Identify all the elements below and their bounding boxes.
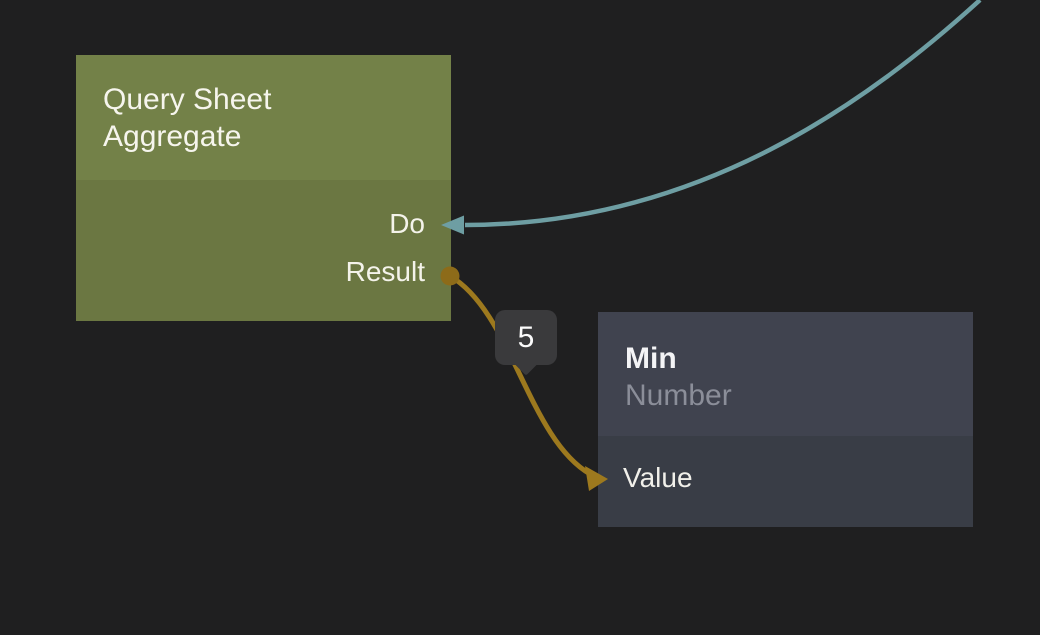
node-min-header: Min Number <box>598 312 973 436</box>
node-title: Query Sheet Aggregate <box>103 83 272 153</box>
port-value[interactable]: Value <box>598 454 973 502</box>
port-do-label: Do <box>389 208 425 239</box>
exec-wire[interactable] <box>464 0 982 228</box>
node-query-sheet-aggregate[interactable]: Query Sheet Aggregate Do Result <box>76 55 451 321</box>
node-subtitle: Number <box>625 379 732 412</box>
node-title: Min <box>625 342 677 375</box>
port-value-label: Value <box>623 462 693 493</box>
value-badge-label: 5 <box>517 320 535 354</box>
port-result-label: Result <box>345 256 425 287</box>
result-wire[interactable] <box>448 273 592 477</box>
node-query-sheet-aggregate-body: Do Result <box>76 180 451 321</box>
node-min-body: Value <box>598 436 973 527</box>
port-result[interactable]: Result <box>76 248 451 296</box>
port-do[interactable]: Do <box>76 200 451 248</box>
value-badge: 5 <box>495 310 557 376</box>
value-badge-pointer <box>513 351 539 376</box>
node-min[interactable]: Min Number Value <box>598 312 973 527</box>
node-query-sheet-aggregate-header: Query Sheet Aggregate <box>76 55 451 180</box>
